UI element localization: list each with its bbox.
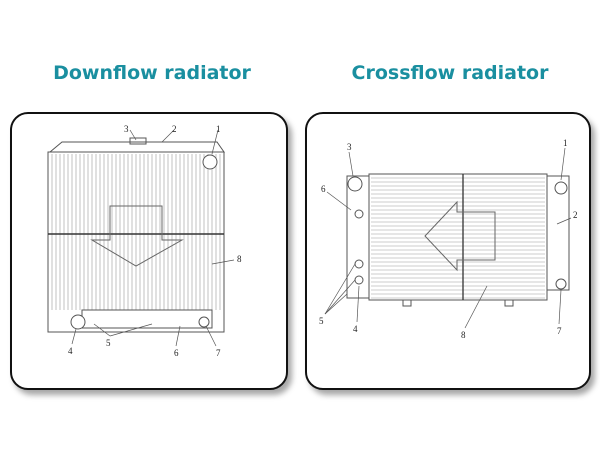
crossflow-diagram: 3 6 5 4 1 2 7 8 [319, 138, 578, 340]
cf-label-7: 7 [557, 326, 562, 336]
df-label-8: 8 [237, 254, 242, 264]
cf-label-6: 6 [321, 184, 326, 194]
crossflow-title: Crossflow radiator [351, 62, 549, 84]
cf-label-5: 5 [319, 316, 324, 326]
cf-label-2: 2 [573, 210, 578, 220]
df-label-3: 3 [124, 124, 129, 134]
cf-label-8: 8 [461, 330, 466, 340]
cf-label-3: 3 [347, 142, 352, 152]
downflow-panel: 3 2 1 4 5 6 7 8 [10, 112, 288, 390]
df-label-6: 6 [174, 348, 179, 358]
cf-label-1: 1 [563, 138, 568, 148]
crossflow-panel: 3 6 5 4 1 2 7 8 [305, 112, 591, 390]
df-label-1: 1 [216, 124, 221, 134]
df-label-7: 7 [216, 348, 221, 358]
df-label-2: 2 [172, 124, 177, 134]
df-label-5: 5 [106, 338, 111, 348]
df-label-4: 4 [68, 346, 73, 356]
downflow-diagram: 3 2 1 4 5 6 7 8 [47, 124, 242, 358]
downflow-title: Downflow radiator [53, 62, 251, 84]
cf-label-4: 4 [353, 324, 358, 334]
